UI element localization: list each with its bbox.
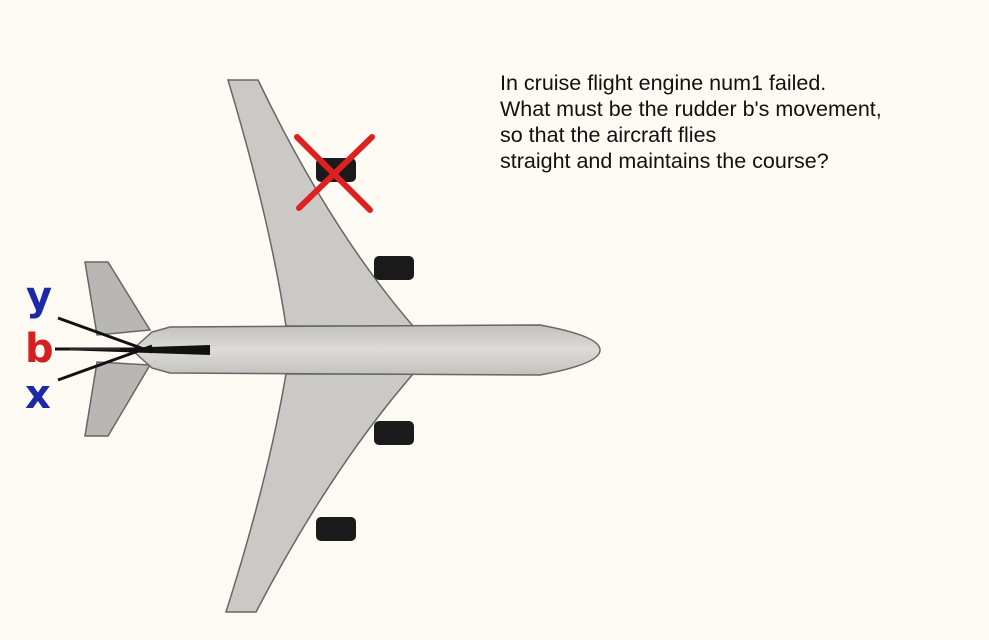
question-line-3: so that the aircraft flies (500, 123, 717, 147)
rudder-label-b: b (25, 326, 54, 372)
upper-stabilizer (84, 261, 152, 336)
question-text: In cruise flight engine num1 failed. Wha… (500, 70, 980, 174)
failed-engine-cross-icon (294, 134, 375, 213)
question-line-2: What must be the rudder b's movement, (500, 97, 882, 121)
question-line-4: straight and maintains the course? (500, 149, 829, 173)
engine-2 (374, 256, 414, 280)
rudder-label-y: y (26, 274, 52, 320)
fuselage (130, 324, 601, 376)
question-line-1: In cruise flight engine num1 failed. (500, 71, 827, 95)
upper-wing (226, 79, 415, 327)
rudder-line-x (57, 344, 153, 382)
rudder-label-x: x (25, 372, 51, 418)
engine-3 (374, 421, 414, 445)
lower-stabilizer (84, 361, 152, 437)
lower-wing (224, 373, 415, 613)
engine-4 (316, 517, 356, 541)
rudder-line-y (57, 316, 153, 354)
